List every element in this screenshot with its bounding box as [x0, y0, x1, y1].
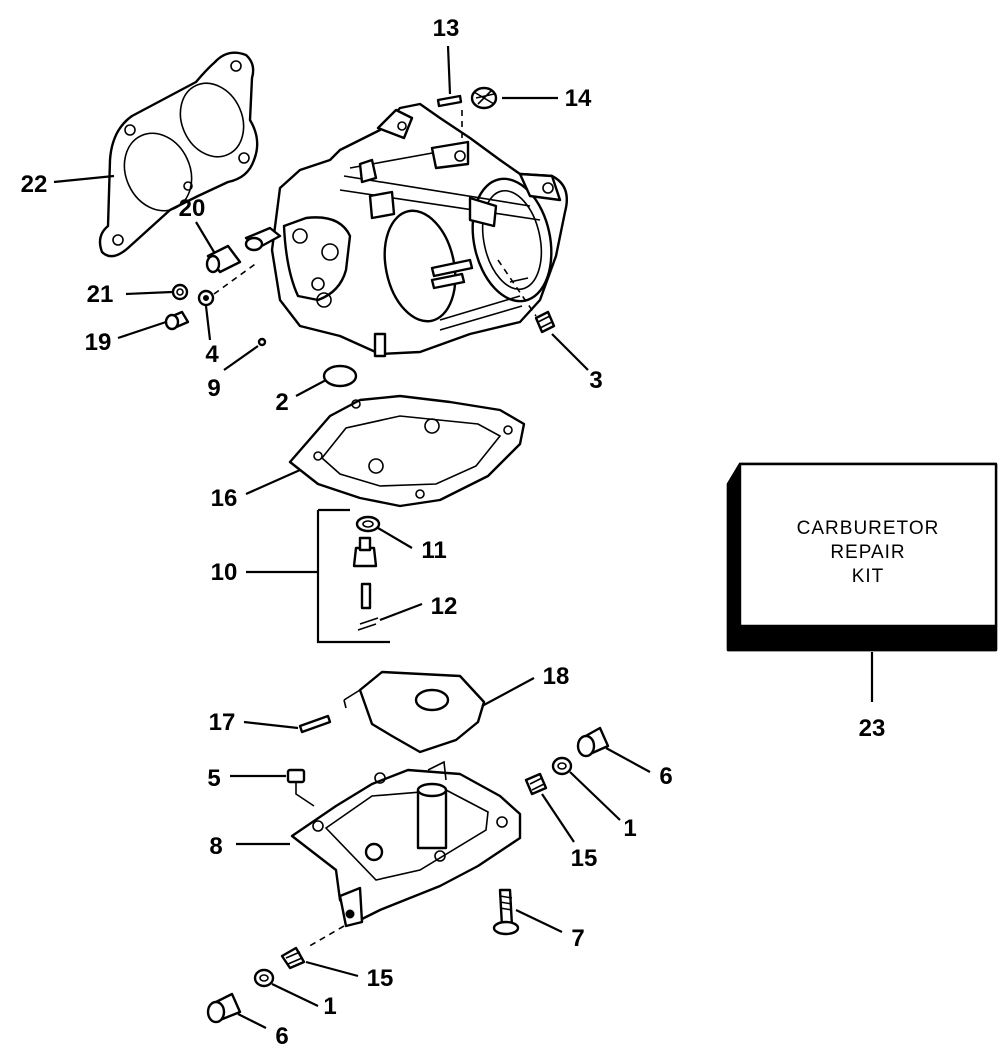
callout-7: 7 [571, 925, 584, 952]
ball-part-9 [257, 337, 267, 347]
callout-11: 11 [421, 537, 446, 564]
callout-12: 12 [431, 593, 458, 620]
kit-label-line2: REPAIR [830, 542, 905, 563]
callout-23: 23 [859, 715, 886, 742]
callout-3: 3 [589, 367, 602, 394]
callout-15-upper: 15 [571, 845, 598, 872]
callout-8: 8 [209, 833, 222, 860]
spring-part-3 [534, 310, 556, 334]
pin-part-17 [298, 714, 332, 734]
callout-5: 5 [207, 765, 220, 792]
callout-22: 22 [21, 171, 48, 198]
bolt-part-7 [492, 888, 520, 936]
callout-13: 13 [433, 15, 460, 42]
callout-18: 18 [543, 663, 570, 690]
gasket-part-16 [288, 394, 526, 508]
fitting-part-20 [205, 244, 242, 274]
leader-lines [53, 45, 874, 1029]
screw-part-19 [164, 310, 190, 331]
jet-part-15-upper [524, 772, 548, 796]
carburetor-body [244, 102, 569, 358]
callout-2: 2 [275, 389, 288, 416]
washer-part-1-lower [253, 968, 275, 988]
pin-part-13 [436, 94, 463, 108]
float-bowl-part-8 [290, 768, 522, 928]
callout-6-lower: 6 [275, 1023, 288, 1050]
callout-21: 21 [87, 281, 114, 308]
washer-part-1-upper [551, 756, 573, 776]
callout-10: 10 [211, 559, 238, 586]
callout-labels: 13 14 22 20 21 19 4 9 2 3 16 11 10 12 18… [21, 15, 886, 1050]
plug-part-6-lower [206, 992, 242, 1024]
callout-19: 19 [85, 329, 112, 356]
screw-part-5 [286, 768, 315, 807]
plug-part-6-upper [576, 726, 610, 758]
float-part-18 [343, 670, 486, 754]
callout-1-upper: 1 [623, 815, 636, 842]
repair-kit-box-part-23 [726, 462, 998, 652]
callout-6-upper: 6 [659, 763, 672, 790]
jet-part-15-lower [280, 946, 306, 970]
kit-label-line1: CARBURETOR [797, 518, 940, 539]
needle-seat-group-part-10 [316, 508, 390, 644]
callout-20: 20 [179, 195, 206, 222]
washer-part-4 [197, 289, 215, 307]
oring-part-21 [171, 283, 189, 301]
spring-part-14 [470, 86, 498, 110]
callout-14: 14 [565, 85, 592, 112]
callout-1-lower: 1 [323, 993, 336, 1020]
callout-9: 9 [207, 375, 220, 402]
plug-part-2 [322, 364, 358, 388]
callout-16: 16 [211, 485, 238, 512]
callout-15-lower: 15 [367, 965, 394, 992]
callout-17: 17 [209, 709, 236, 736]
callout-4: 4 [205, 341, 219, 368]
gasket-part-22 [98, 51, 259, 258]
kit-label-line3: KIT [852, 566, 885, 587]
